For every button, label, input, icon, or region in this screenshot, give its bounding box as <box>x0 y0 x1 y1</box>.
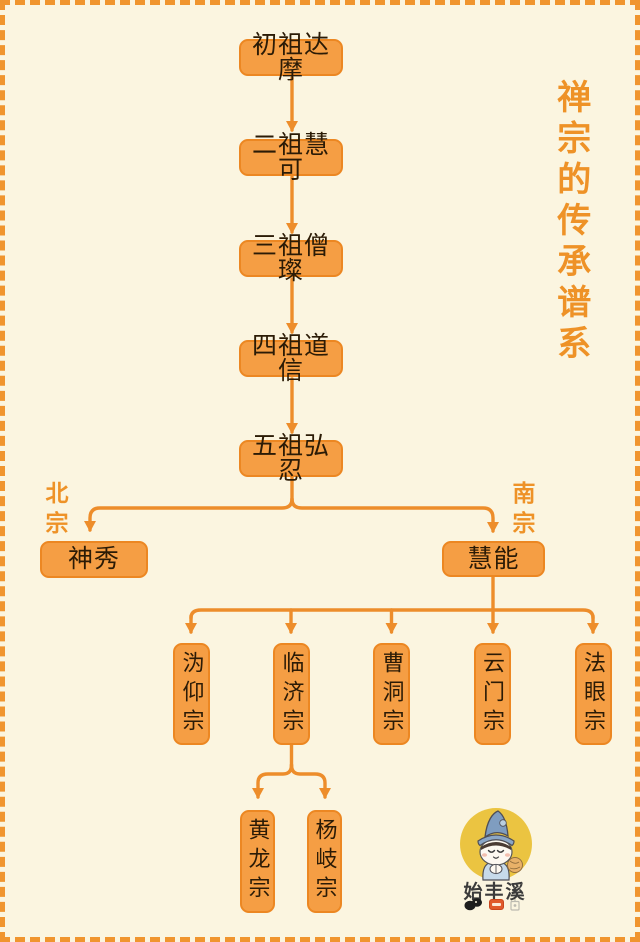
node-shenxiu: 神秀 <box>40 541 148 578</box>
node-patriarch-3-sengcan: 三祖僧璨 <box>239 234 343 284</box>
black-seal-icon <box>464 898 482 911</box>
node-huanglong-school: 黄龙宗 <box>240 810 275 913</box>
node-huineng: 慧能 <box>442 541 545 577</box>
node-linji-school: 临济宗 <box>273 643 310 745</box>
label-north-school: 北宗 <box>42 481 67 541</box>
node-patriarch-5-hongren: 五祖弘忍 <box>239 434 343 484</box>
watermark-badges <box>464 897 520 911</box>
red-badge-icon <box>489 898 504 910</box>
gray-mark-icon <box>510 898 520 911</box>
node-patriarch-4-daoxin: 四祖道信 <box>239 334 343 384</box>
node-caodong-school: 曹洞宗 <box>373 643 410 745</box>
label-south-school: 南宗 <box>509 481 534 541</box>
node-guiyang-school: 沩仰宗 <box>173 643 210 745</box>
node-fayan-school: 法眼宗 <box>574 643 612 745</box>
node-patriarch-2-huike: 二祖慧可 <box>239 133 343 183</box>
node-yunmen-school: 云门宗 <box>473 643 511 745</box>
node-patriarch-1-damo: 初祖达摩 <box>239 33 343 83</box>
page-title: 禅宗的传承谱系 <box>551 79 589 366</box>
node-yangqi-school: 杨岐宗 <box>307 810 342 913</box>
monk-mascot-icon <box>460 808 532 881</box>
watermark-name: 始丰溪 <box>463 882 527 903</box>
